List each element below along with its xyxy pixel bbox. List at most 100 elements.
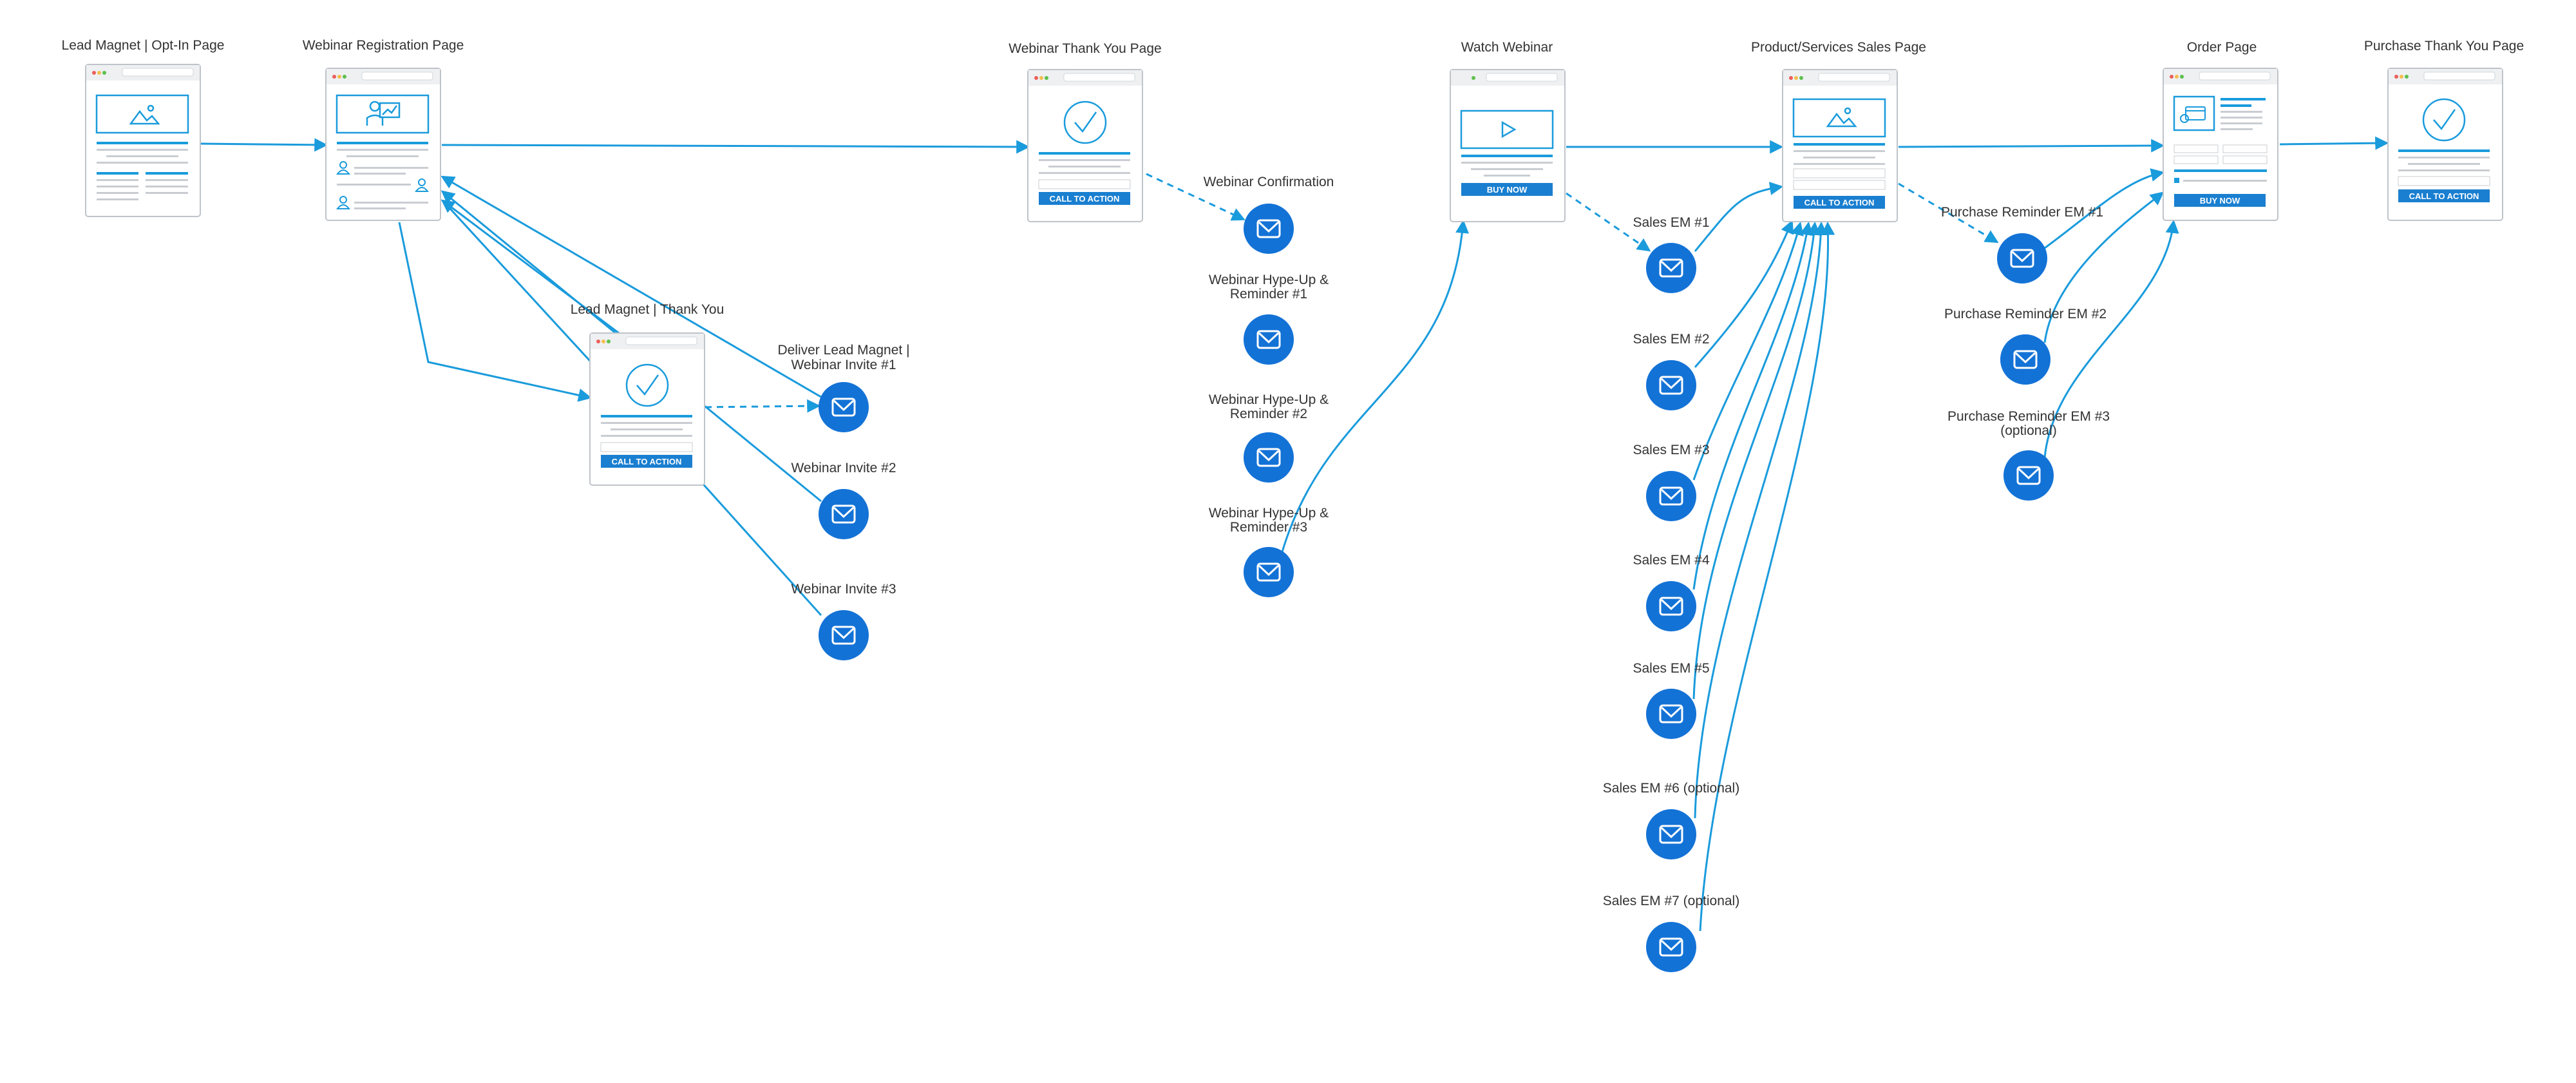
envelope-icon [831, 626, 856, 645]
page-label: Product/Services Sales Page [1751, 40, 1926, 55]
email-sales-em-7[interactable]: Sales EM #7 (optional) [1603, 894, 1739, 972]
email-purchase-reminder-1[interactable]: Purchase Reminder EM #1 [1941, 205, 2103, 283]
email-label: Webinar Confirmation [1204, 175, 1334, 189]
envelope-icon [1256, 330, 1281, 349]
email-label: Webinar Invite #3 [791, 582, 896, 597]
email-nodes: Deliver Lead Magnet | Webinar Invite #1 … [777, 175, 2110, 972]
email-sales-em-2[interactable]: Sales EM #2 [1633, 332, 1710, 410]
user-icon [336, 161, 351, 175]
email-label: Purchase Reminder EM #3 [1947, 409, 2110, 424]
cta-button[interactable]: CALL TO ACTION [1039, 192, 1130, 205]
email-label: Purchase Reminder EM #2 [1944, 307, 2107, 321]
connector-sales-em-1-to-sales-page [1694, 182, 1784, 252]
email-label: (optional) [2000, 423, 2057, 438]
envelope-icon [831, 398, 856, 417]
envelope-icon [1256, 562, 1281, 582]
user-icon [336, 196, 351, 209]
envelope-icon [1659, 486, 1683, 506]
checkmark-icon [625, 363, 669, 407]
page-label: Watch Webinar [1461, 40, 1553, 55]
email-deliver-lead-magnet[interactable]: Deliver Lead Magnet | Webinar Invite #1 [777, 343, 910, 432]
email-label: Sales EM #2 [1633, 332, 1709, 347]
connector-sales-em-3-to-sales-page [1692, 221, 1804, 481]
email-purchase-reminder-2[interactable]: Purchase Reminder EM #2 [1944, 307, 2107, 385]
cta-button-label: CALL TO ACTION [2409, 191, 2479, 201]
email-sales-em-1[interactable]: Sales EM #1 [1633, 215, 1710, 293]
email-webinar-invite-3[interactable]: Webinar Invite #3 [791, 582, 896, 660]
connector-deliver-email-to-registration [440, 175, 828, 402]
connector-order-page-to-purchase-thank-you [2279, 136, 2389, 150]
connector-purchase-reminder-1-to-order-page [2044, 168, 2165, 249]
cta-button-label: CALL TO ACTION [1050, 194, 1120, 204]
page-webinar-registration[interactable]: Webinar Registration Page [303, 38, 464, 221]
page-label: Webinar Registration Page [303, 38, 464, 53]
email-hype-up-1[interactable]: Webinar Hype-Up & Reminder #1 [1209, 273, 1329, 365]
play-icon [1501, 120, 1517, 139]
checkbox-icon [2174, 178, 2179, 183]
buy-now-button[interactable]: BUY NOW [1461, 183, 1553, 196]
envelope-icon [1659, 937, 1683, 957]
email-label: Webinar Hype-Up & [1209, 506, 1329, 521]
connector-sales-em-6-to-sales-page [1694, 221, 1828, 819]
page-watch-webinar[interactable]: Watch Webinar BUY NOW [1450, 40, 1566, 222]
email-label: Sales EM #5 [1633, 661, 1709, 676]
page-sales-page[interactable]: Product/Services Sales Page CALL TO ACTI… [1751, 40, 1926, 222]
connector-purchase-reminder-2-to-order-page [2043, 191, 2164, 343]
email-sales-em-4[interactable]: Sales EM #4 [1633, 553, 1710, 631]
envelope-icon [1256, 219, 1281, 238]
connector-purchase-reminder-3-to-order-page [2043, 219, 2179, 458]
user-icon [414, 178, 430, 192]
buy-now-button-label: BUY NOW [2200, 196, 2240, 206]
email-label: Sales EM #3 [1633, 443, 1709, 457]
email-label: Reminder #2 [1230, 407, 1307, 421]
email-webinar-invite-2[interactable]: Webinar Invite #2 [791, 461, 896, 539]
page-purchase-thank-you[interactable]: Purchase Thank You Page CALL TO ACTION [2364, 39, 2524, 221]
email-label: Webinar Hype-Up & [1209, 273, 1329, 287]
email-label: Webinar Hype-Up & [1209, 392, 1329, 407]
page-lead-magnet-optin[interactable]: Lead Magnet | Opt-In Page [62, 38, 225, 217]
page-label: Order Page [2187, 40, 2257, 55]
buy-now-button[interactable]: BUY NOW [2174, 194, 2266, 207]
email-label: Webinar Invite #2 [791, 461, 896, 475]
cta-button[interactable]: CALL TO ACTION [601, 455, 692, 468]
email-sales-em-6[interactable]: Sales EM #6 (optional) [1603, 781, 1739, 859]
email-hype-up-2[interactable]: Webinar Hype-Up & Reminder #2 [1209, 392, 1329, 483]
email-webinar-confirmation[interactable]: Webinar Confirmation [1204, 175, 1334, 254]
cta-button[interactable]: CALL TO ACTION [2398, 189, 2490, 202]
email-label: Sales EM #6 (optional) [1603, 781, 1739, 796]
page-webinar-thank-you[interactable]: Webinar Thank You Page CALL TO ACTION [1009, 41, 1162, 222]
email-label: Sales EM #4 [1633, 553, 1709, 568]
email-label: Sales EM #7 (optional) [1603, 894, 1739, 908]
envelope-icon [1659, 376, 1683, 395]
connector-registration-to-lead-magnet-thank-you [398, 222, 592, 402]
connector-registration-to-webinar-thank-you [441, 140, 1030, 154]
envelope-icon [1659, 825, 1683, 844]
email-purchase-reminder-3[interactable]: Purchase Reminder EM #3 (optional) [1947, 409, 2110, 501]
cta-button[interactable]: CALL TO ACTION [1794, 196, 1885, 209]
page-label: Webinar Thank You Page [1009, 41, 1161, 56]
email-label: Purchase Reminder EM #1 [1941, 205, 2103, 220]
buy-now-button-label: BUY NOW [1487, 185, 1528, 195]
email-label: Webinar Invite #1 [791, 358, 896, 372]
envelope-icon [2013, 350, 2038, 369]
page-lead-magnet-thank-you[interactable]: Lead Magnet | Thank You CALL TO ACTION [571, 302, 724, 486]
email-label: Deliver Lead Magnet | [777, 343, 909, 358]
image-icon [1826, 107, 1857, 128]
email-sales-em-5[interactable]: Sales EM #5 [1633, 661, 1710, 739]
presenter-chart-icon [366, 101, 401, 126]
email-sales-em-3[interactable]: Sales EM #3 [1633, 443, 1710, 521]
email-label: Reminder #1 [1230, 287, 1307, 302]
envelope-icon [2016, 466, 2041, 485]
envelope-icon [2010, 249, 2034, 268]
connector-hype-up-3-to-watch-webinar [1280, 219, 1470, 555]
cta-button-label: CALL TO ACTION [1804, 198, 1875, 207]
connector-optin-to-registration [200, 138, 328, 152]
email-hype-up-3[interactable]: Webinar Hype-Up & Reminder #3 [1209, 506, 1329, 597]
connector-sales-page-to-order-page [1898, 139, 2165, 153]
page-order-page[interactable]: Order Page BUY NOW [2163, 40, 2278, 221]
email-label: Sales EM #1 [1633, 215, 1709, 230]
credit-card-icon [2180, 106, 2206, 123]
connector-sales-em-2-to-sales-page [1694, 220, 1794, 368]
connector-webinar-thank-you-to-confirmation [1146, 173, 1245, 221]
